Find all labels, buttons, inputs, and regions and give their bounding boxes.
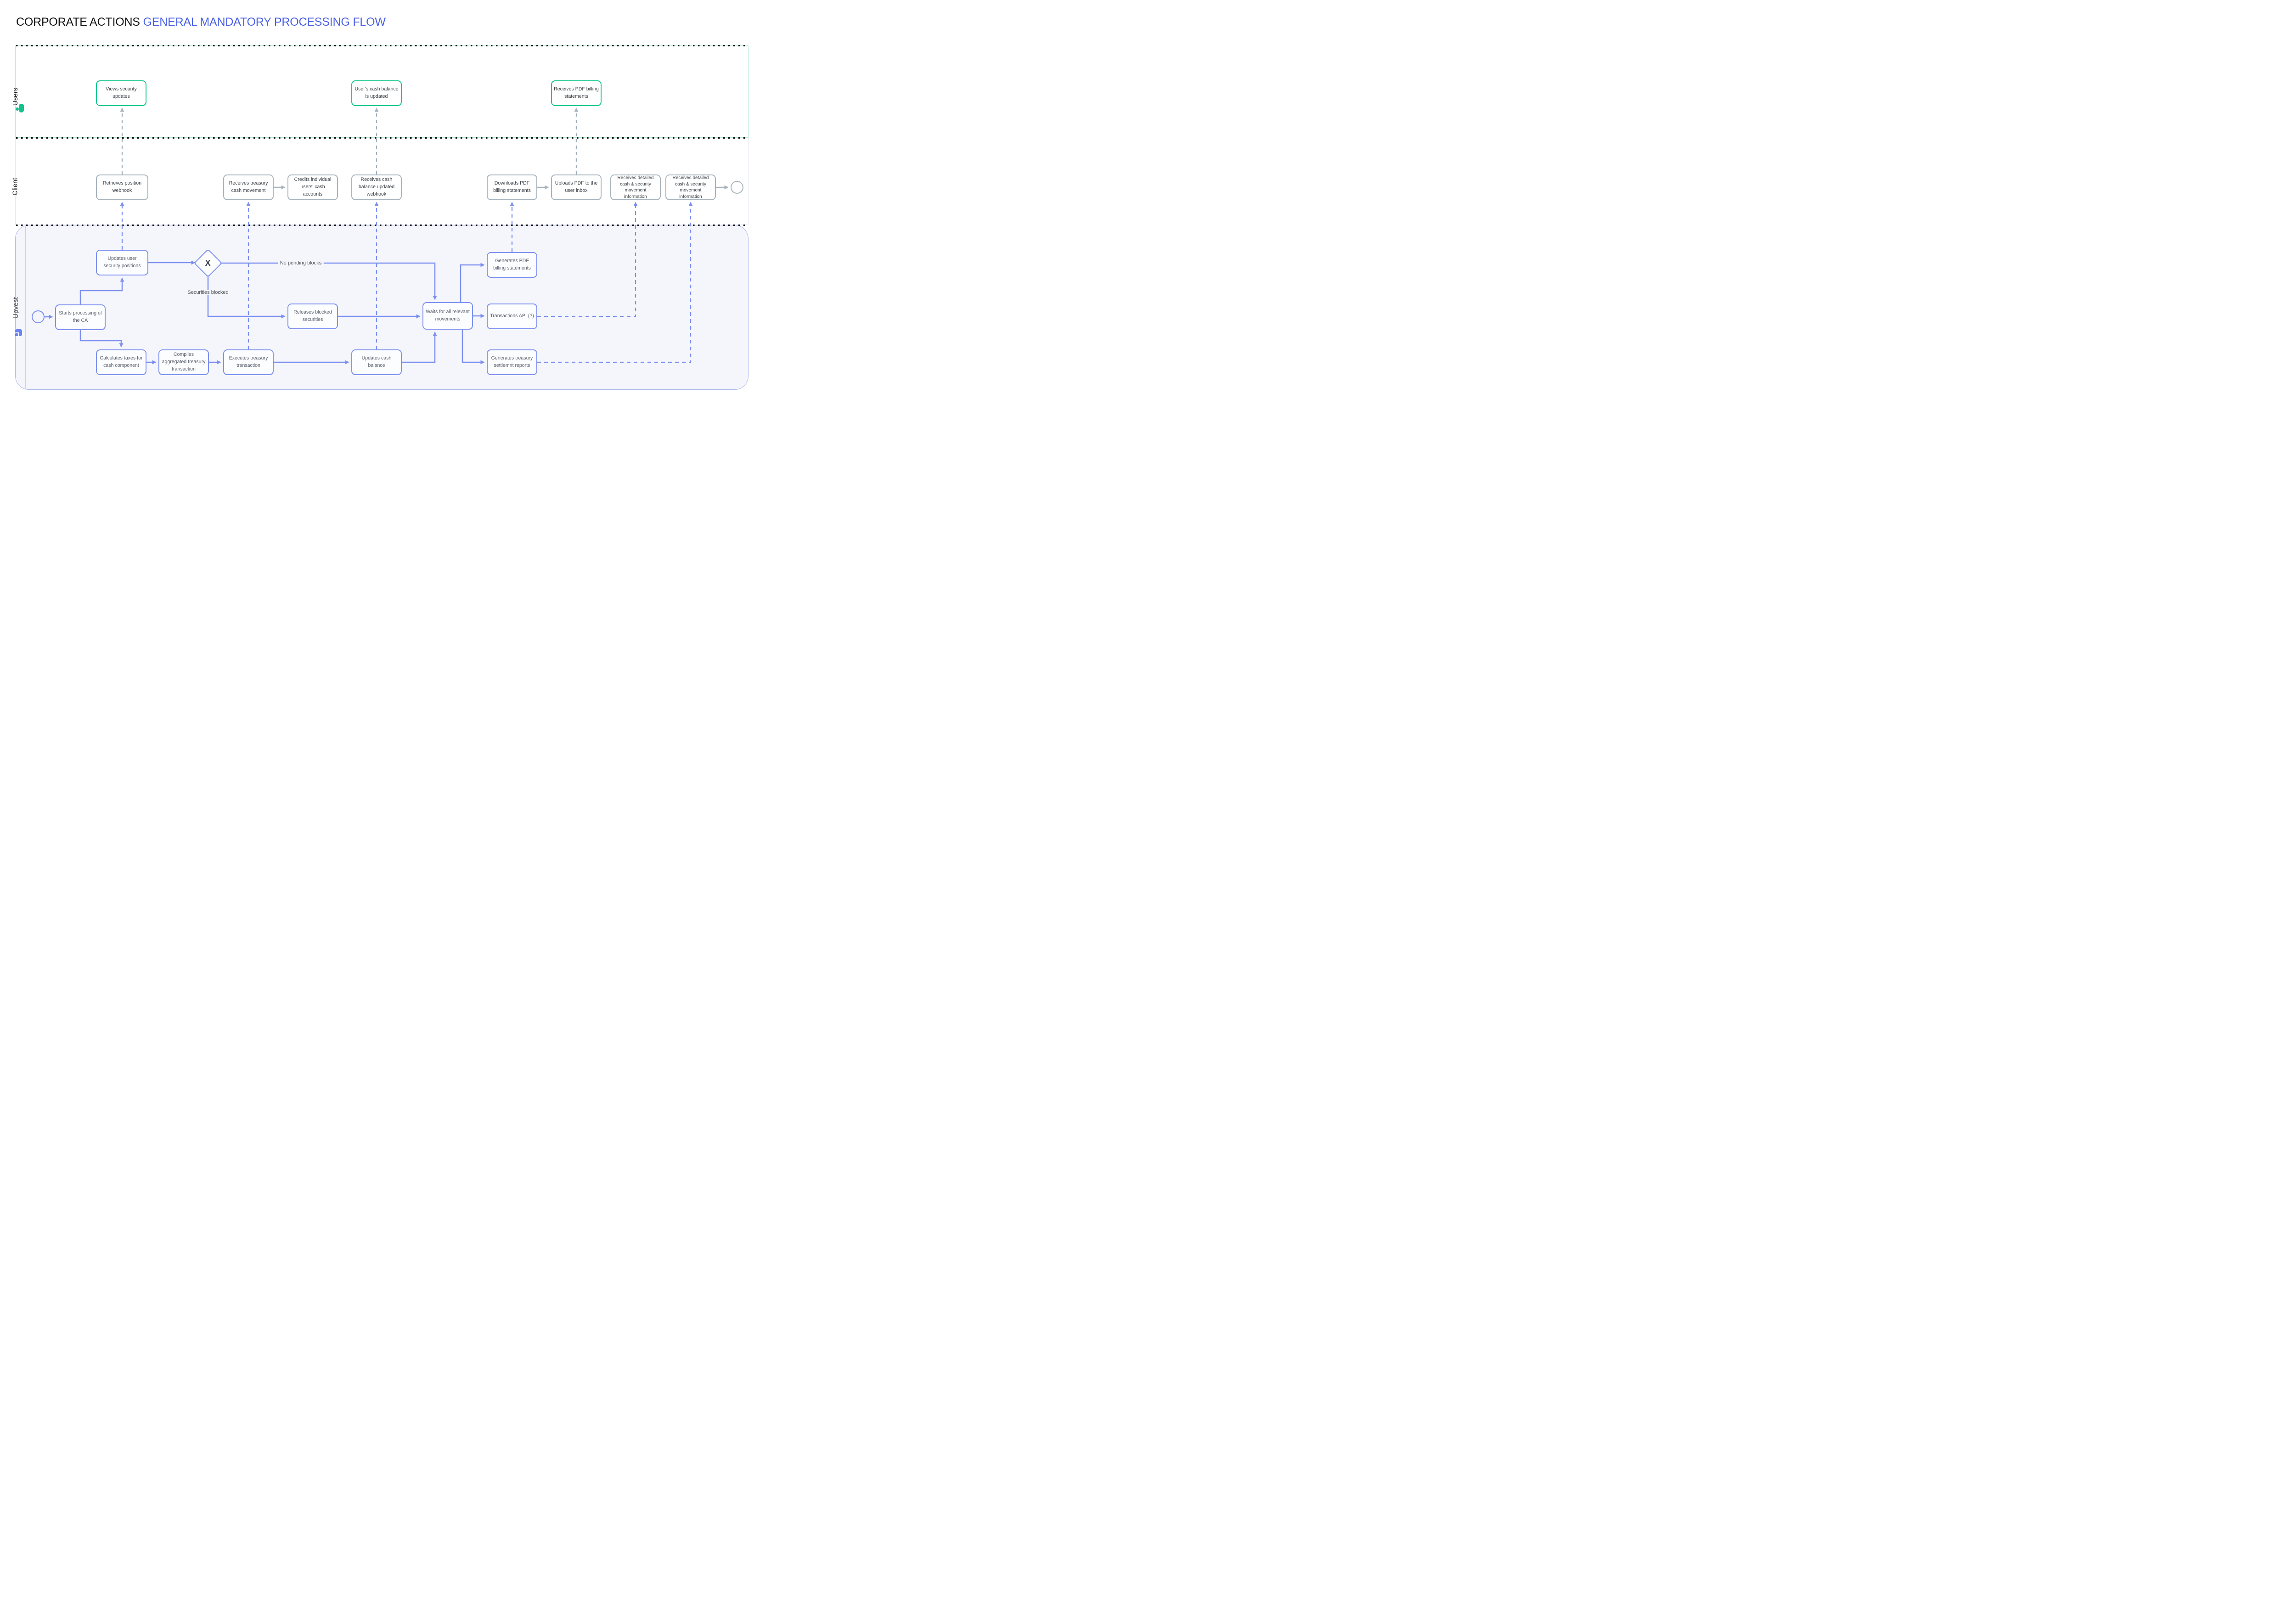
- task-receives-cash-balance-updated-webhook[interactable]: Receives cash balance updated webhook: [351, 174, 402, 200]
- edge-label-no-pending-blocks: No pending blocks: [278, 260, 324, 266]
- gateway-label: X: [205, 258, 211, 268]
- task-compiles-aggregated-treasury-transaction[interactable]: Compiles aggregated treasury transaction: [158, 349, 209, 375]
- title-highlight: GENERAL MANDATORY PROCESSING FLOW: [143, 16, 386, 28]
- task-label: Generates PDF billing statements: [493, 258, 531, 271]
- task-label: Compiles aggregated treasury transaction: [162, 352, 206, 372]
- lane-users-label: Users: [11, 87, 20, 106]
- task-starts-processing-ca[interactable]: Starts processing of the CA: [55, 304, 106, 330]
- task-label: Executes treasury transaction: [229, 355, 268, 368]
- title-prefix: CORPORATE ACTIONS: [16, 16, 143, 28]
- task-executes-treasury-transaction[interactable]: Executes treasury transaction: [223, 349, 274, 375]
- lane-upvest-labelcol: [25, 225, 26, 389]
- task-label: Updates user security positions: [103, 256, 141, 269]
- task-label: Updates cash balance: [361, 355, 392, 368]
- task-label: Releases blocked securities: [293, 309, 332, 322]
- edge-label-securities-blocked: Securities blocked: [186, 290, 231, 295]
- separator-users-client: [16, 137, 748, 139]
- task-label: Uploads PDF to the user inbox: [555, 180, 598, 193]
- task-label: Receives cash balance updated webhook: [358, 177, 395, 197]
- task-label: Waits for all relevant movements: [426, 309, 470, 322]
- task-credits-individual-users-cash-accounts[interactable]: Credits individual users' cash accounts: [287, 174, 338, 200]
- task-downloads-pdf-billing-statements[interactable]: Downloads PDF billing statements: [487, 174, 537, 200]
- task-label: Receives detailed cash & security moveme…: [672, 175, 709, 199]
- task-calculates-taxes-cash-component[interactable]: Calculates taxes for cash component: [96, 349, 146, 375]
- lane-upvest-label: Upvest: [11, 297, 20, 319]
- task-receives-detailed-info-1[interactable]: Receives detailed cash & security moveme…: [610, 174, 661, 200]
- task-updates-cash-balance[interactable]: Updates cash balance: [351, 349, 402, 375]
- task-label: Views security updates: [106, 86, 137, 99]
- task-retrieves-position-webhook[interactable]: Retrieves position webhook: [96, 174, 148, 200]
- users-person-icon: [16, 104, 24, 113]
- upvest-logo-icon: [15, 329, 22, 336]
- task-releases-blocked-securities[interactable]: Releases blocked securities: [287, 303, 338, 329]
- task-label: User's cash balance is updated: [355, 86, 399, 99]
- task-label: Receives treasury cash movement: [229, 180, 268, 193]
- diagram-canvas: CORPORATE ACTIONS GENERAL MANDATORY PROC…: [0, 0, 764, 404]
- task-label: Generates treasury settlemnt reports: [491, 355, 533, 368]
- page-title: CORPORATE ACTIONS GENERAL MANDATORY PROC…: [16, 16, 386, 29]
- task-transactions-api[interactable]: Transactions API (?): [487, 303, 537, 329]
- separator-top: [16, 45, 748, 46]
- task-uploads-pdf-to-user-inbox[interactable]: Uploads PDF to the user inbox: [551, 174, 602, 200]
- task-label: Downloads PDF billing statements: [493, 180, 531, 193]
- task-label: Receives detailed cash & security moveme…: [617, 175, 654, 199]
- task-label: Starts processing of the CA: [59, 310, 102, 323]
- task-label: Retrieves position webhook: [102, 180, 142, 193]
- task-receives-detailed-info-2[interactable]: Receives detailed cash & security moveme…: [665, 174, 716, 200]
- task-generates-treasury-settlemnt-reports[interactable]: Generates treasury settlemnt reports: [487, 349, 537, 375]
- lane-client-label: Client: [11, 178, 19, 196]
- lane-users-labelcol: [16, 46, 26, 137]
- task-receives-treasury-cash-movement[interactable]: Receives treasury cash movement: [223, 174, 274, 200]
- task-label: Credits individual users' cash accounts: [294, 177, 332, 197]
- lane-client-labelcol: [16, 138, 26, 225]
- task-label: Transactions API (?): [490, 313, 534, 319]
- task-label: Calculates taxes for cash component: [100, 355, 143, 368]
- task-generates-pdf-billing-statements[interactable]: Generates PDF billing statements: [487, 252, 537, 278]
- separator-client-upvest: [16, 225, 748, 226]
- task-updates-user-security-positions[interactable]: Updates user security positions: [96, 250, 148, 275]
- task-views-security-updates[interactable]: Views security updates: [96, 80, 146, 106]
- start-event[interactable]: [32, 310, 45, 323]
- task-waits-for-all-relevant-movements[interactable]: Waits for all relevant movements: [422, 302, 473, 330]
- task-users-cash-balance-updated[interactable]: User's cash balance is updated: [351, 80, 402, 106]
- task-receives-pdf-billing-statements[interactable]: Receives PDF billing statements: [551, 80, 602, 106]
- task-label: Receives PDF billing statements: [554, 86, 599, 99]
- end-event[interactable]: [731, 181, 743, 194]
